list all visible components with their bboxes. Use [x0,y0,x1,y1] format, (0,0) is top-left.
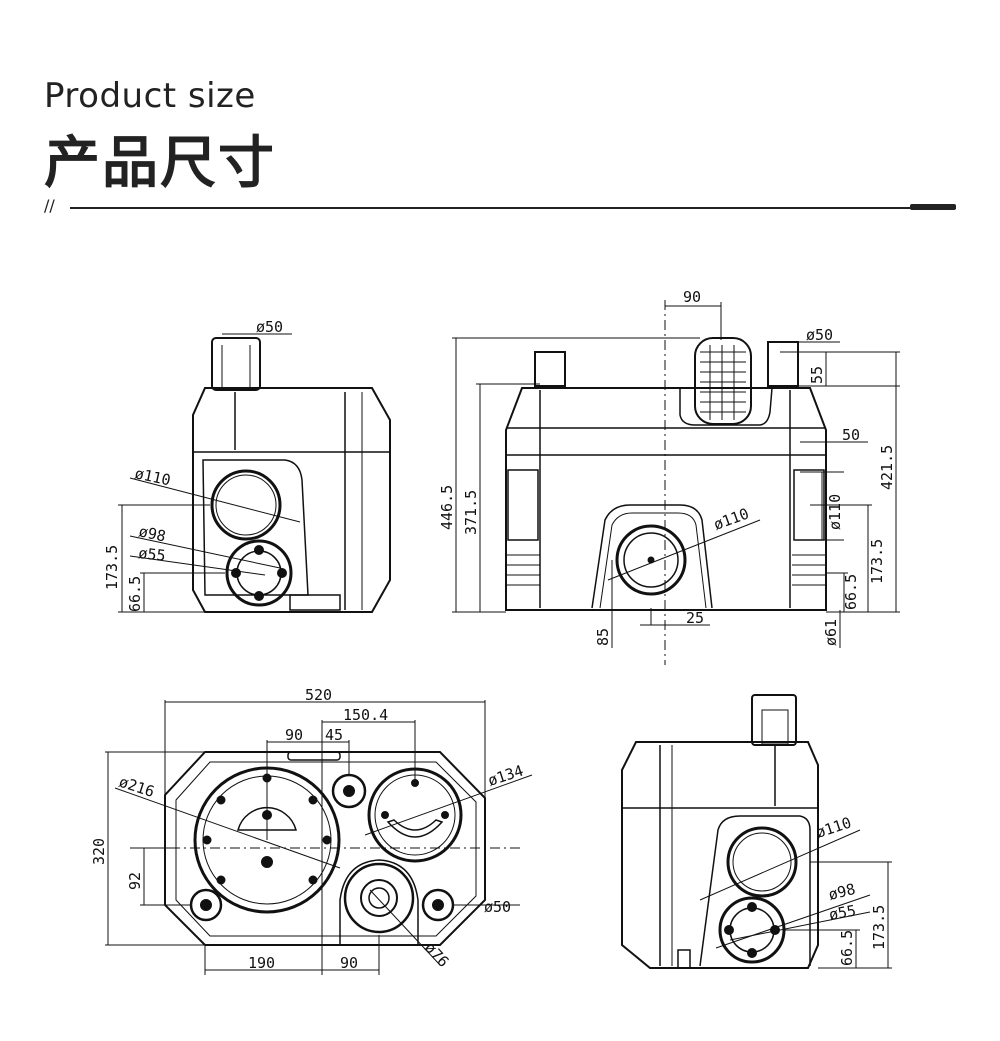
dim-top-216: ø216 [117,773,157,801]
dim-top-92: 92 [126,872,144,890]
dim-side-left-top-diameter: ø50 [256,318,283,336]
dim-front-446: 446.5 [438,485,456,530]
dim-top-90: 90 [285,726,303,744]
dim-side-left-173: 173.5 [103,545,121,590]
front-view [505,337,827,611]
dim-front-421: 421.5 [878,445,896,490]
dim-front-top-90: 90 [683,288,701,306]
dim-top-45: 45 [325,726,343,744]
side-view-right [621,694,819,969]
dim-side-right-55: ø55 [828,902,858,924]
dim-top-76: ø76 [421,939,453,971]
section-title-zh: 产品尺寸 [44,131,276,196]
dim-front-66: 66.5 [842,574,860,610]
dim-top-90b: 90 [340,954,358,972]
top-view-dims [105,700,533,975]
dim-top-190: 190 [248,954,275,972]
dim-side-left-inlet-diameter: ø110 [133,464,172,489]
divider-mark: // [44,196,55,215]
dim-top-320: 320 [90,838,108,865]
side-view-left [192,337,391,613]
front-view-dims [452,300,900,665]
dim-front-85: 85 [594,628,612,646]
dim-side-right-66: 66.5 [838,930,856,966]
dim-front-61: ø61 [822,619,840,646]
dim-front-173: 173.5 [868,539,886,584]
side-view-right-dims [699,829,892,969]
section-title-en: Product size [44,76,256,116]
dim-side-left-98: ø98 [137,522,167,545]
dim-top-150: 150.4 [343,706,388,724]
dim-side-right-110: ø110 [814,814,854,842]
dim-front-25: 25 [686,609,704,627]
dim-front-side-110: ø110 [826,494,844,530]
divider-line [70,207,956,209]
dim-front-50: 50 [842,426,860,444]
dim-top-520: 520 [305,686,332,704]
dim-top-134: ø134 [486,762,526,790]
dim-front-55: 55 [808,366,826,384]
side-view-left-dims [118,333,301,613]
dim-front-outlet-110: ø110 [711,504,751,533]
dim-side-right-98: ø98 [827,880,858,904]
divider-accent [910,204,956,210]
dim-side-left-66: 66.5 [126,576,144,612]
dim-top-50: ø50 [484,898,511,916]
dim-side-left-55: ø55 [138,544,167,565]
dim-front-top-diameter: ø50 [806,326,833,344]
dim-side-right-173: 173.5 [870,905,888,950]
dim-front-371: 371.5 [462,490,480,535]
